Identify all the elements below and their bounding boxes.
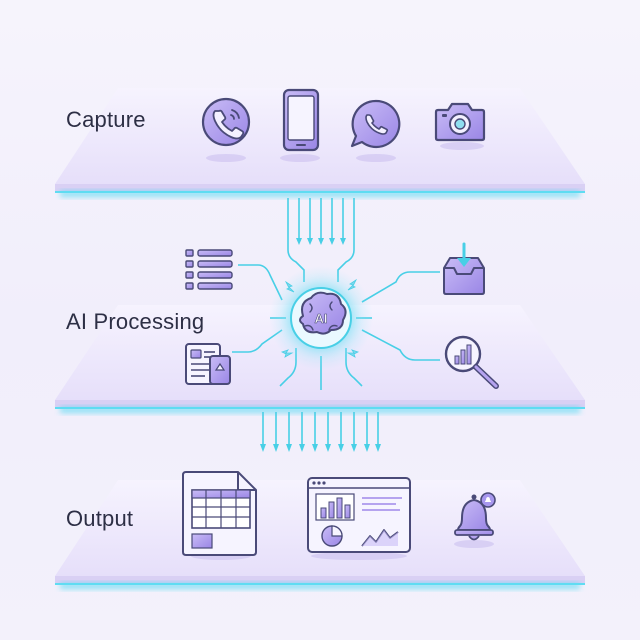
brain-icon: AI [269,266,373,370]
processing-to-output-arrows [262,412,379,448]
spreadsheet-icon [182,471,257,560]
camera-icon [434,102,486,150]
list-icon [185,249,233,290]
inbox-download-icon [443,242,485,295]
search-analytics-icon [444,335,499,389]
phone-call-icon [201,97,251,162]
output-arrowheads [260,444,381,452]
capture-layer-label: Capture [66,107,146,132]
capture-platform [55,88,585,197]
whatsapp-icon [350,99,401,162]
output-layer-label: Output [66,506,134,531]
bell-notification-icon [454,492,496,548]
dashboard-icon [307,477,411,560]
spark-decorations [280,278,360,358]
smartphone-icon [280,88,320,162]
ai-processing-layer-label: AI Processing [66,309,205,334]
brain-badge-text: AI [315,311,328,326]
document-form-icon [185,343,231,385]
capture-arrowheads [296,238,346,245]
capture-to-processing-arrows [287,198,355,282]
